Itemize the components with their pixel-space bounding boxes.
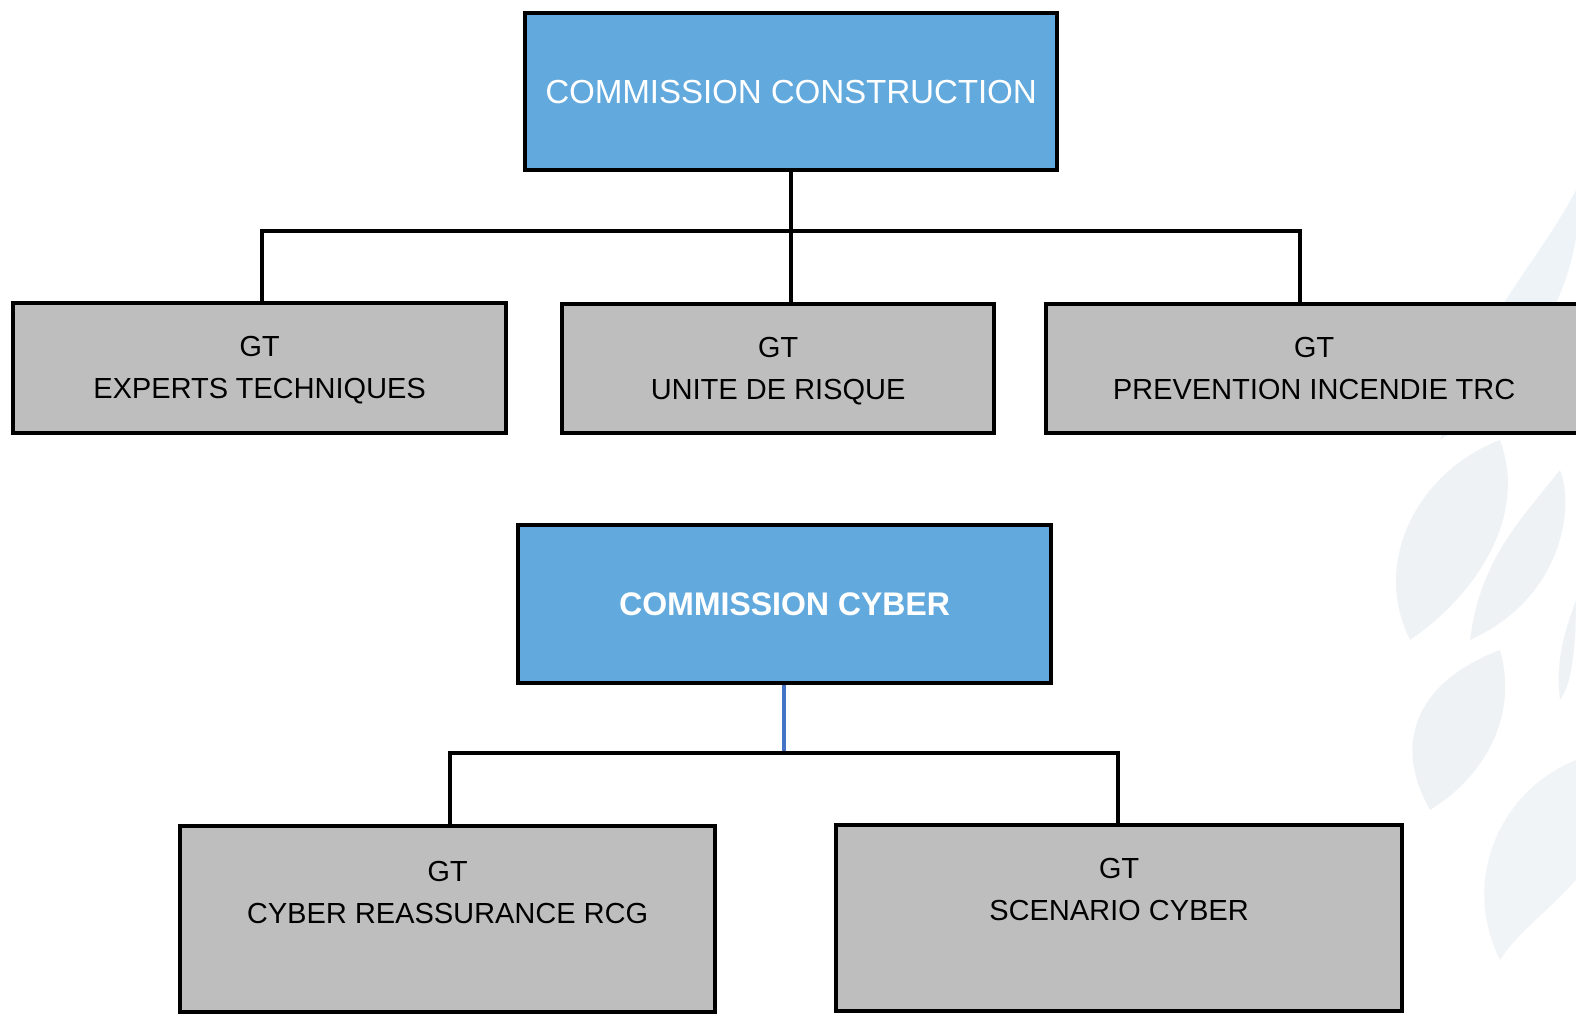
gt-scenario-cyber-name: SCENARIO CYBER: [989, 895, 1249, 927]
gt-experts-techniques-name: EXPERTS TECHNIQUES: [93, 373, 426, 405]
gt-prefix: GT: [1293, 331, 1335, 364]
watermark-leaf: [1395, 440, 1508, 640]
watermark-leaf: [1558, 600, 1576, 700]
gt-prefix: GT: [427, 856, 468, 888]
commission-construction-title: COMMISSION CONSTRUCTION: [545, 72, 1037, 110]
gt-prevention-incendie-trc-box: GT PREVENTION INCENDIE TRC: [1044, 302, 1576, 435]
gt-unite-de-risque-name: UNITE DE RISQUE: [650, 373, 906, 406]
gt-prefix: GT: [757, 331, 799, 364]
commission-construction-box: COMMISSION CONSTRUCTION: [523, 11, 1059, 172]
watermark-leaf: [1412, 650, 1506, 810]
gt-scenario-cyber-box: GT SCENARIO CYBER: [834, 823, 1404, 1013]
gt-prevention-incendie-trc-name: PREVENTION INCENDIE TRC: [1112, 373, 1516, 406]
commission-cyber-box: COMMISSION CYBER: [516, 523, 1053, 685]
gt-cyber-reassurance-rcg-box: GT CYBER REASSURANCE RCG: [178, 824, 717, 1014]
gt-prefix: GT: [239, 331, 280, 363]
commission-cyber-title: COMMISSION CYBER: [619, 586, 950, 622]
gt-prefix: GT: [1098, 853, 1140, 885]
gt-unite-de-risque-box: GT UNITE DE RISQUE: [560, 302, 996, 435]
watermark-leaf: [1470, 470, 1566, 640]
watermark-leaf: [1484, 760, 1576, 960]
gt-experts-techniques-box: GT EXPERTS TECHNIQUES: [11, 301, 508, 435]
gt-cyber-reassurance-rcg-name: CYBER REASSURANCE RCG: [246, 898, 649, 930]
